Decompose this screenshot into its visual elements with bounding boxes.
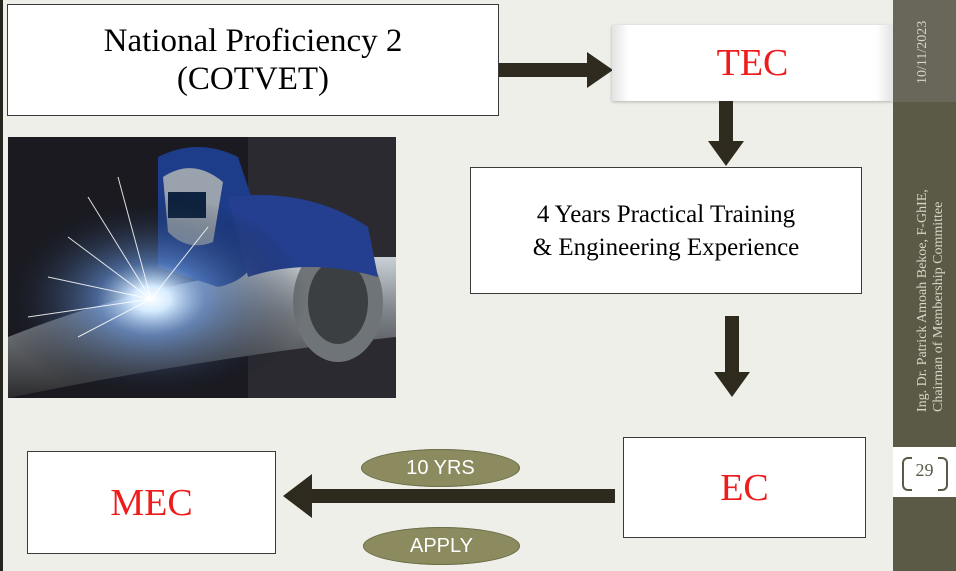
training-box: 4 Years Practical Training & Engineering… — [470, 167, 862, 294]
author-line-2: Chairman of Membership Committee — [931, 201, 946, 412]
mec-label: MEC — [110, 481, 193, 524]
arrow-left-to-mec — [283, 474, 615, 518]
slide: National Proficiency 2 (COTVET) TEC — [0, 0, 893, 571]
ec-label: EC — [720, 466, 769, 509]
welding-photo — [8, 137, 396, 398]
left-bracket — [902, 457, 912, 491]
national-proficiency-subtitle: (COTVET) — [176, 61, 330, 97]
arrow-down-to-ec — [714, 316, 750, 397]
sidebar: 10/11/2023 Ing. Dr. Patrick Amoah Bekoe,… — [893, 0, 956, 571]
tec-box: TEC — [612, 25, 893, 101]
ec-box: EC — [623, 437, 866, 538]
training-line-1: 4 Years Practical Training — [536, 200, 796, 228]
national-proficiency-box: National Proficiency 2 (COTVET) — [7, 4, 499, 116]
sidebar-header — [893, 0, 956, 102]
years-label: 10 YRS — [406, 456, 475, 479]
national-proficiency-title: National Proficiency 2 — [103, 23, 403, 59]
mec-box: MEC — [27, 451, 276, 554]
page-number-badge: 29 — [893, 447, 956, 497]
date-label: 10/11/2023 — [915, 20, 930, 85]
tec-label: TEC — [716, 42, 789, 84]
years-oval: 10 YRS — [361, 449, 520, 487]
arrow-down-from-tec — [708, 101, 744, 166]
page-number: 29 — [915, 460, 934, 480]
arrow-right-to-tec — [499, 52, 613, 88]
training-line-2: & Engineering Experience — [532, 233, 800, 261]
apply-oval: APPLY — [363, 527, 520, 565]
author-line-1: Ing. Dr. Patrick Amoah Bekoe, F-GhIE, — [915, 189, 930, 412]
right-bracket — [938, 457, 948, 491]
apply-label: APPLY — [410, 534, 473, 557]
